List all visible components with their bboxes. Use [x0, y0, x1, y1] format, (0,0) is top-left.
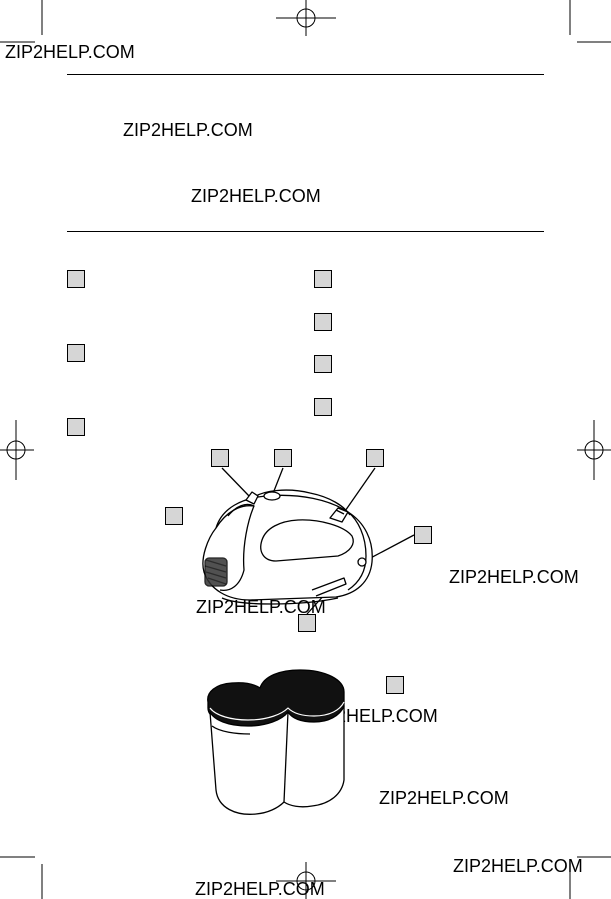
watermark: ZIP2HELP.COM: [453, 856, 583, 876]
legend-box: [67, 418, 85, 436]
legend-box: [67, 344, 85, 362]
callout-box: [165, 507, 183, 525]
section-rule: [67, 231, 544, 232]
callout-box: [386, 676, 404, 694]
watermark: ZIP2HELP.COM: [196, 597, 326, 617]
watermark: ZIP2HELP.COM: [191, 186, 321, 206]
watermark: ZIP2HELP.COM: [195, 879, 325, 899]
top-rule: [67, 74, 544, 75]
watermark: ZIP2HELP.COM: [123, 120, 253, 140]
legend-box: [314, 398, 332, 416]
watermark: ZIP2HELP.COM: [379, 788, 509, 808]
callout-box: [414, 526, 432, 544]
watermark: ZIP2HELP.COM: [5, 42, 135, 62]
watermark: ZIP2HELP.COM: [449, 567, 579, 587]
legend-box: [314, 355, 332, 373]
legend-box: [314, 270, 332, 288]
legend-box: [314, 313, 332, 331]
callout-box: [211, 449, 229, 467]
legend-box: [67, 270, 85, 288]
callout-box: [274, 449, 292, 467]
callout-box: [298, 614, 316, 632]
callout-box: [366, 449, 384, 467]
